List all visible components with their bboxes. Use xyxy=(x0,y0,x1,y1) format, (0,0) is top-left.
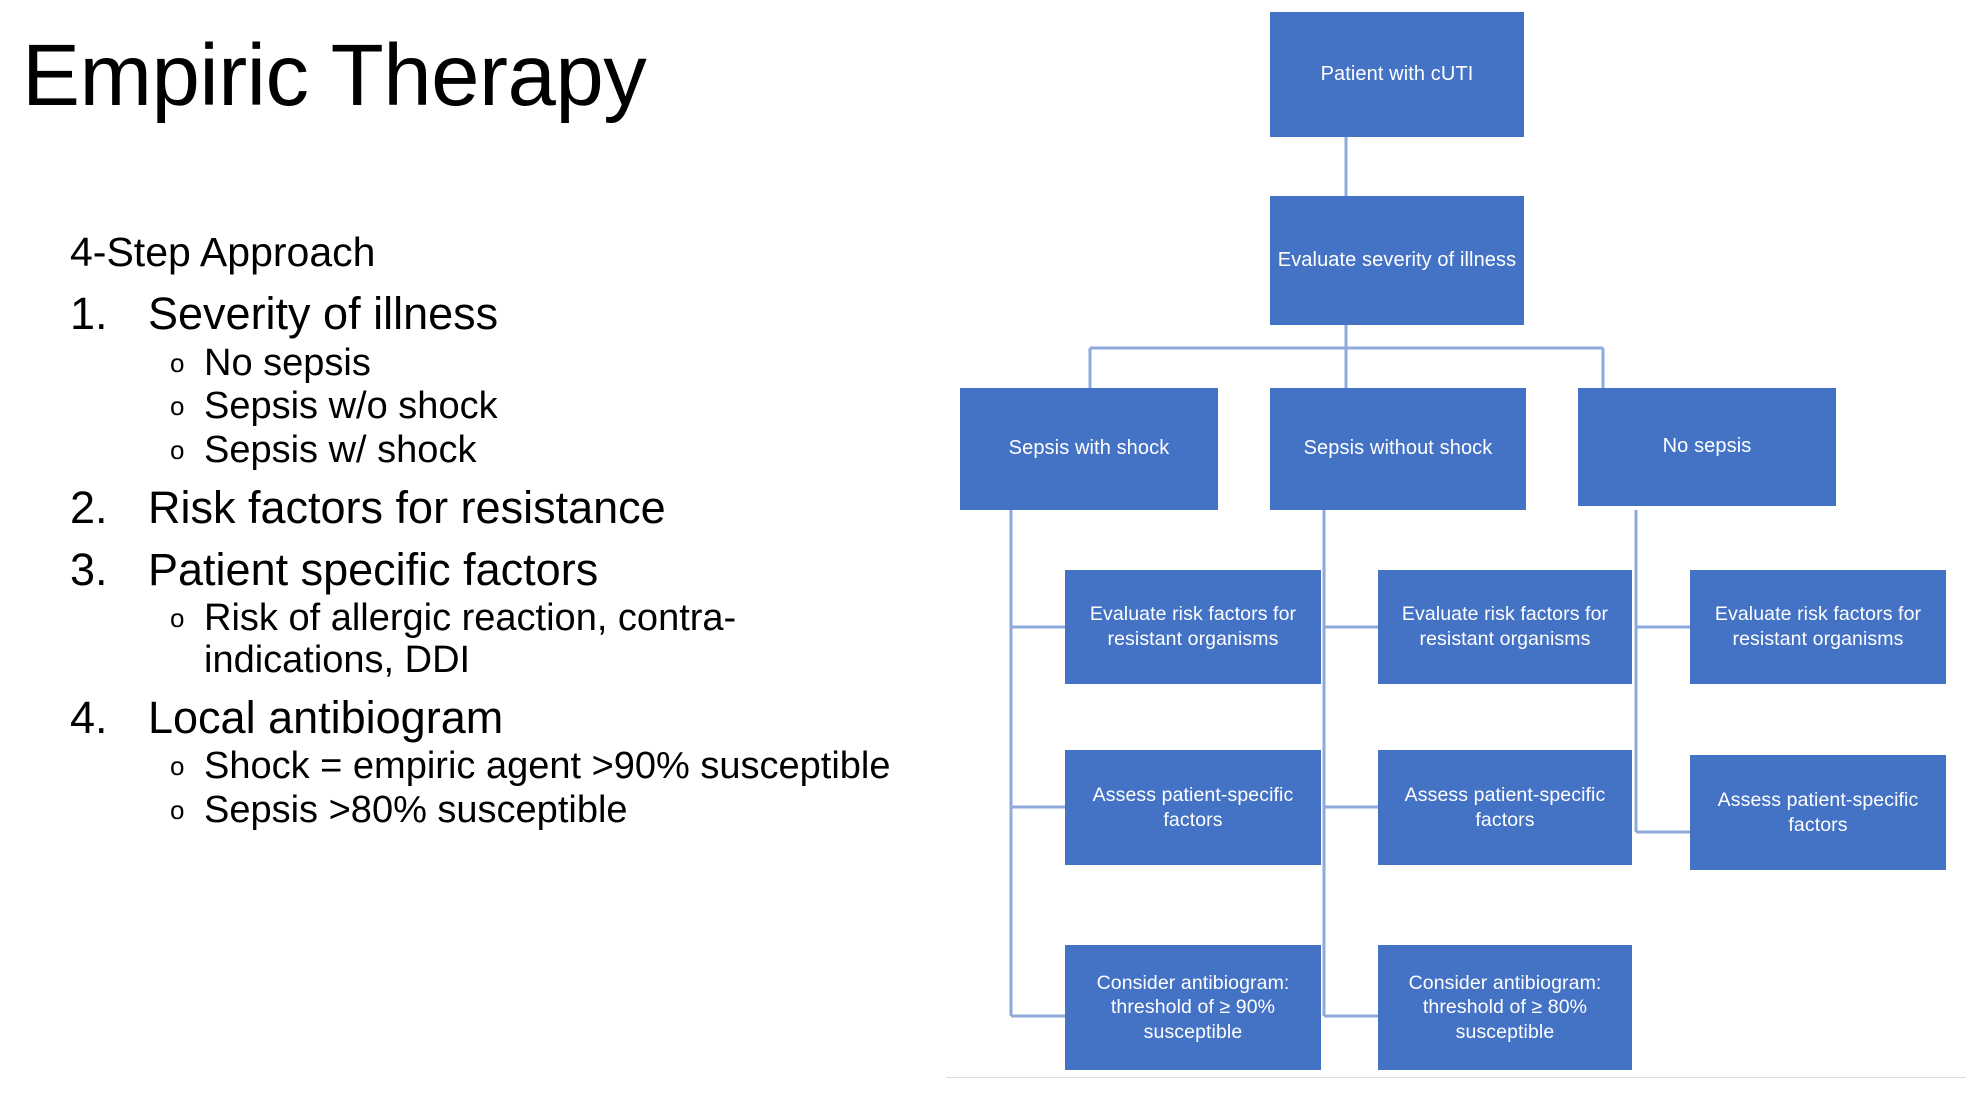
page-title: Empiric Therapy xyxy=(22,27,647,124)
sub-item-4-2-label: Sepsis >80% susceptible xyxy=(204,788,628,831)
flowchart-bottom-divider xyxy=(946,1077,1966,1078)
cuti-empiric-therapy-flowchart: Patient with cUTI Evaluate severity of i… xyxy=(940,0,1980,1106)
flow-node-branch-sepsis-without-shock[interactable]: Sepsis without shock xyxy=(1270,388,1526,510)
sub-item-3-1-label: Risk of allergic reaction, contra-indica… xyxy=(204,597,737,682)
flow-node-branch-sepsis-with-shock[interactable]: Sepsis with shock xyxy=(960,388,1218,510)
sub-item-1-1: o No sepsis xyxy=(170,341,930,385)
hollow-circle-bullet-icon: o xyxy=(170,603,185,634)
flow-node-root[interactable]: Patient with cUTI xyxy=(1270,12,1524,137)
sub-item-4-2: o Sepsis >80% susceptible xyxy=(170,788,930,832)
content-pane: Empiric Therapy 4-Step Approach 1. Sever… xyxy=(0,0,940,1106)
flowchart-connectors xyxy=(1009,137,1692,1018)
numbered-item-2-label: Risk factors for resistance xyxy=(148,481,666,533)
numbered-item-3: 3. Patient specific factors xyxy=(70,544,930,596)
sub-item-1-1-label: No sepsis xyxy=(204,341,371,384)
numbered-item-2: 2. Risk factors for resistance xyxy=(70,482,930,534)
flow-node-col3-assess-patient-specific[interactable]: Assess patient-specific factors xyxy=(1690,755,1946,870)
list-lead-label: 4-Step Approach xyxy=(70,229,376,275)
numbered-item-4: 4. Local antibiogram xyxy=(70,692,930,744)
flow-node-col1-consider-antibiogram-90[interactable]: Consider antibiogram: threshold of ≥ 90%… xyxy=(1065,945,1321,1070)
flow-node-col2-evaluate-risk-factors[interactable]: Evaluate risk factors for resistant orga… xyxy=(1378,570,1632,684)
list-number-1: 1. xyxy=(70,288,108,340)
sub-item-3-1: o Risk of allergic reaction, contra-indi… xyxy=(170,598,930,682)
numbered-item-1-label: Severity of illness xyxy=(148,288,499,340)
hollow-circle-bullet-icon: o xyxy=(170,347,185,378)
list-number-4: 4. xyxy=(70,691,108,743)
flow-node-col3-evaluate-risk-factors[interactable]: Evaluate risk factors for resistant orga… xyxy=(1690,570,1946,684)
numbered-item-3-label: Patient specific factors xyxy=(148,544,599,596)
sub-item-1-3: o Sepsis w/ shock xyxy=(170,429,930,472)
numbered-item-4-label: Local antibiogram xyxy=(148,691,504,743)
sub-item-1-3-label: Sepsis w/ shock xyxy=(204,429,477,472)
hollow-circle-bullet-icon: o xyxy=(170,391,185,422)
flow-node-col2-consider-antibiogram-80[interactable]: Consider antibiogram: threshold of ≥ 80%… xyxy=(1378,945,1632,1070)
sub-item-4-1-label: Shock = empiric agent >90% susceptible xyxy=(204,745,891,788)
sub-item-1-2: o Sepsis w/o shock xyxy=(170,386,930,428)
flow-node-evaluate-severity[interactable]: Evaluate severity of illness xyxy=(1270,196,1524,325)
hollow-circle-bullet-icon: o xyxy=(170,751,185,782)
numbered-item-1: 1. Severity of illness xyxy=(70,288,930,340)
sub-item-1-2-label: Sepsis w/o shock xyxy=(204,385,498,428)
list-number-3: 3. xyxy=(70,544,108,596)
hollow-circle-bullet-icon: o xyxy=(170,794,185,825)
hollow-circle-bullet-icon: o xyxy=(170,435,185,466)
flow-node-col1-assess-patient-specific[interactable]: Assess patient-specific factors xyxy=(1065,750,1321,865)
flow-node-branch-no-sepsis[interactable]: No sepsis xyxy=(1578,388,1836,506)
sub-item-4-1: o Shock = empiric agent >90% susceptible xyxy=(170,745,930,788)
flow-node-col2-assess-patient-specific[interactable]: Assess patient-specific factors xyxy=(1378,750,1632,865)
list-number-2: 2. xyxy=(70,481,108,533)
four-step-approach-list: 4-Step Approach 1. Severity of illness o… xyxy=(70,228,930,832)
flow-node-col1-evaluate-risk-factors[interactable]: Evaluate risk factors for resistant orga… xyxy=(1065,570,1321,684)
